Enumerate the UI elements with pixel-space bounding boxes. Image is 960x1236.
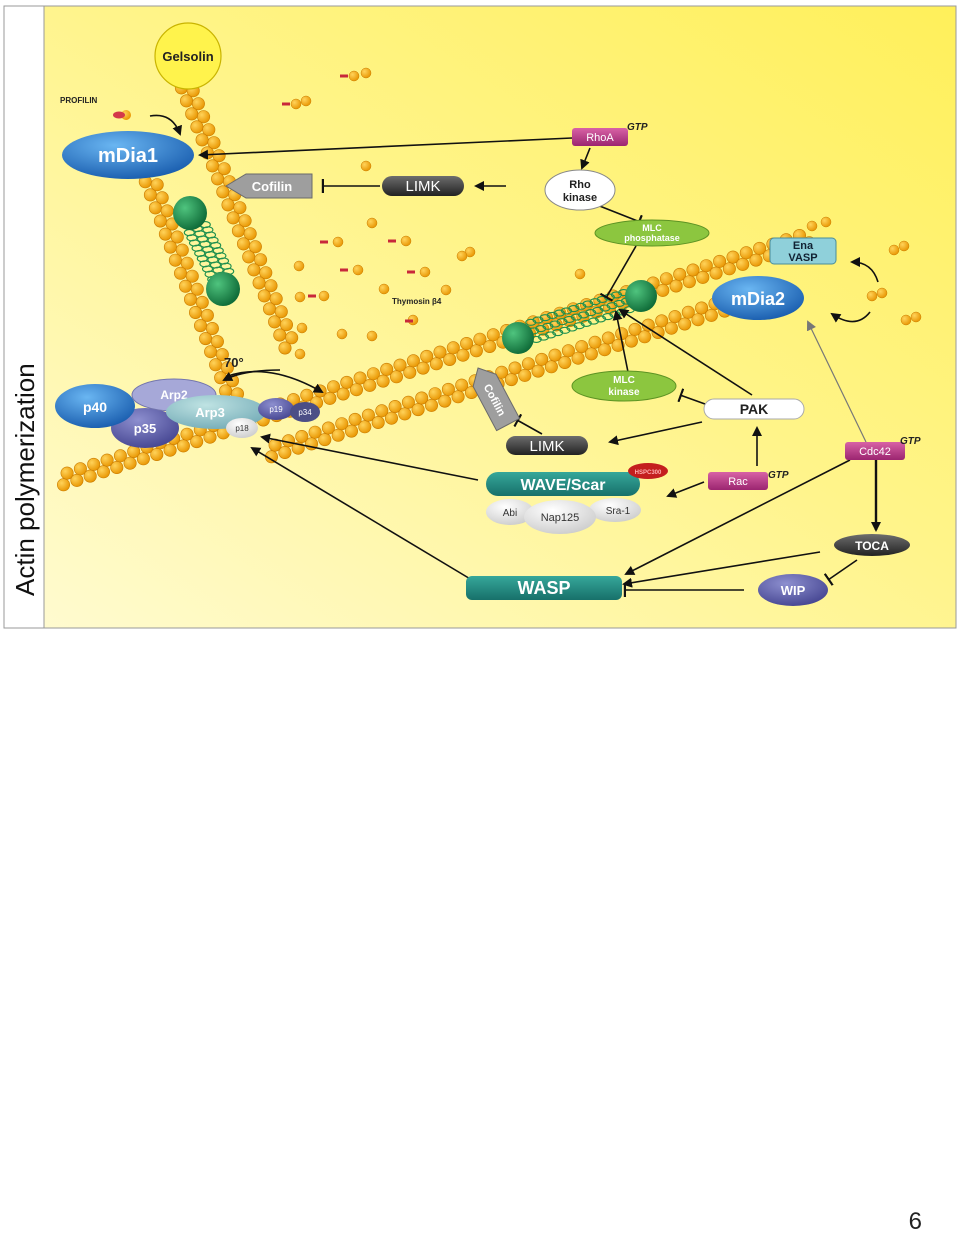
limk-bottom-label: LIMK (529, 438, 564, 455)
arp2-label: Arp2 (160, 388, 188, 402)
arp2-3-complex: p35 p40 Arp2 Arp3 p19 p34 p18 (55, 378, 320, 448)
myosin-minifilament-left (173, 196, 240, 306)
gelsolin-label: Gelsolin (162, 49, 213, 64)
toca-label: TOCA (855, 539, 889, 553)
rhoa-node: RhoA GTP (572, 122, 648, 146)
slide-background (3, 5, 957, 629)
mdia1-node: mDia1 (62, 131, 194, 179)
mdia1-label: mDia1 (98, 145, 158, 167)
rhoa-label: RhoA (586, 132, 614, 144)
wasp-node: WASP (466, 576, 622, 600)
p40-label: p40 (83, 399, 107, 415)
side-title: Actin polymerization (10, 363, 40, 596)
wave-scar-complex: Abi Sra-1 Nap125 WAVE/Scar HSPC300 (486, 463, 668, 534)
ena-vasp-label-2: VASP (788, 252, 817, 264)
mlc-phosphatase-label-2: phosphatase (624, 233, 680, 243)
gelsolin-node: Gelsolin (154, 22, 222, 90)
rho-kinase-label-1: Rho (569, 179, 591, 191)
wip-label: WIP (781, 583, 806, 598)
cdc42-node: Cdc42 GTP (845, 436, 921, 460)
actin-polymerization-diagram: Actin polymerization (3, 5, 957, 629)
cdc42-gtp-label: GTP (900, 436, 921, 447)
limk-top-node: LIMK (382, 176, 464, 196)
profilin-label: PROFILIN (60, 96, 98, 105)
cdc42-to-mdia2-arrow (806, 320, 867, 443)
side-title-band (3, 5, 45, 629)
profilin-node: PROFILIN (60, 96, 131, 120)
pak-node: PAK (703, 398, 805, 420)
cofilin-top-node: Cofilin (225, 173, 313, 199)
rac-gtp-label: GTP (768, 470, 789, 481)
cofilin-top-label: Cofilin (252, 179, 292, 194)
limk-top-label: LIMK (405, 178, 440, 195)
sra1-label: Sra-1 (606, 506, 631, 517)
mlc-kinase-label-2: kinase (608, 387, 640, 398)
abi-label: Abi (503, 508, 517, 519)
signaling-arrows (149, 114, 881, 597)
ena-vasp-node: Ena VASP (769, 237, 837, 265)
wip-node: WIP (758, 574, 828, 606)
arp3-label: Arp3 (195, 405, 225, 420)
mlc-kinase-label-1: MLC (613, 375, 635, 386)
angle-label: 70° (224, 355, 244, 370)
mlc-phosphatase-node: MLC phosphatase (594, 219, 710, 247)
mdia2-label: mDia2 (731, 289, 785, 309)
ena-vasp-label-1: Ena (793, 240, 814, 252)
mdia2-node: mDia2 (712, 276, 804, 320)
hspc300-label: HSPC300 (635, 470, 662, 476)
p18-label: p18 (235, 424, 249, 433)
actin-monomers (282, 67, 922, 360)
toca-node: TOCA (834, 534, 910, 556)
thymosin-label: Thymosin β4 (392, 297, 442, 306)
limk-bottom-node: LIMK (506, 436, 588, 455)
p35-label: p35 (134, 421, 156, 436)
wasp-label: WASP (517, 578, 570, 598)
myosin-minifilament-right (502, 280, 657, 354)
rac-label: Rac (728, 476, 748, 488)
wave-scar-label: WAVE/Scar (520, 477, 605, 494)
rhoa-gtp-label: GTP (627, 122, 648, 133)
rho-kinase-label-2: kinase (563, 192, 597, 204)
mlc-kinase-node: MLC kinase (571, 370, 677, 402)
rho-kinase-node: Rho kinase (544, 169, 616, 211)
nap125-label: Nap125 (541, 512, 580, 524)
cdc42-label: Cdc42 (859, 446, 891, 458)
mlc-phosphatase-label-1: MLC (642, 223, 662, 233)
p34-label: p34 (298, 408, 312, 417)
pak-label: PAK (740, 401, 769, 417)
rac-node: Rac GTP (708, 470, 789, 490)
page-number: 6 (908, 1208, 922, 1235)
p19-label: p19 (269, 405, 283, 414)
